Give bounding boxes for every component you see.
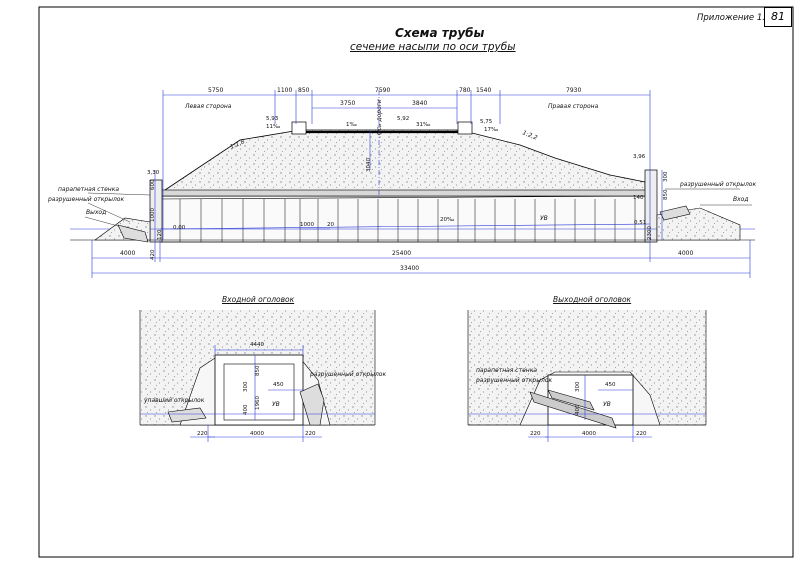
dim-4000-left: 4000 [120, 250, 136, 257]
pct-17: 17‰ [484, 127, 499, 133]
main-section [70, 90, 755, 278]
outlet-dim-220-left: 220 [530, 431, 541, 437]
dim-4000-right: 4000 [678, 250, 694, 257]
dim-7930: 7930 [566, 87, 582, 94]
parapet-label: парапетная стенка [58, 186, 120, 193]
outlet-head-title: Выходной оголовок [553, 295, 632, 304]
dim-140: 140 [633, 195, 644, 201]
page-title: Схема трубы [395, 26, 485, 40]
outlet-vdim-400: 400 [575, 404, 581, 416]
vdim-120: 120 [157, 229, 163, 241]
outlet-vdim-300: 300 [575, 381, 581, 393]
vdim-300: 300 [663, 171, 669, 183]
dim-3040: 3040 [366, 158, 372, 172]
vdim-1000: 1000 [150, 208, 156, 222]
dim-33400: 33400 [400, 265, 420, 272]
page-number: 81 [764, 7, 792, 27]
outlet-head-drawing [467, 310, 707, 442]
inlet-vdim-400: 400 [243, 404, 249, 416]
vdim-600: 600 [150, 179, 156, 191]
dim-3750: 3750 [340, 100, 356, 107]
vdim-2300: 2300 [647, 226, 653, 240]
dim-7590: 7590 [375, 87, 391, 94]
vdim-420: 420 [150, 249, 156, 261]
inlet-vdim-1960: 1960 [255, 396, 261, 410]
elev-330: 3,30 [147, 170, 160, 176]
destroyed-wing-right-label: разрушенный открылок [680, 181, 757, 188]
inlet-dim-450: 450 [273, 382, 284, 388]
inlet-dim-4440: 4440 [250, 342, 264, 348]
pct-31: 31‰ [416, 122, 431, 128]
pct-11: 11‰ [266, 124, 281, 130]
dim-5750: 5750 [208, 87, 224, 94]
outlet-destroyed-wing-label: разрушенный открылок [476, 377, 553, 384]
dim-20: 20 [327, 222, 334, 228]
destroyed-wing-left-label: разрушенный открылок [48, 196, 125, 203]
sheet-border [38, 6, 794, 558]
water-level-label: УВ [540, 215, 548, 222]
inlet-head-drawing [139, 310, 376, 442]
outlet-label: Выход [86, 209, 107, 216]
inlet-dim-220-right: 220 [305, 431, 316, 437]
inlet-vdim-850: 850 [255, 365, 261, 377]
elev-575: 5,75 [480, 119, 493, 125]
inlet-head-title: Входной оголовок [222, 295, 295, 304]
inlet-dim-4000: 4000 [250, 431, 264, 437]
inlet-fallen-wing-label: упавший открылок [144, 397, 205, 404]
road-axis-label: Ось дороги [376, 99, 383, 135]
dim-25400: 25400 [392, 250, 412, 257]
appendix-label: Приложение 1. [697, 13, 765, 23]
right-side-label: Правая сторона [548, 103, 599, 110]
dim-1540: 1540 [476, 87, 492, 94]
elev-593: 5,93 [266, 116, 279, 122]
outlet-water-level: УВ [603, 401, 611, 408]
vdim-850: 850 [663, 189, 669, 201]
outlet-dim-450: 450 [605, 382, 616, 388]
pipe-sections [179, 199, 636, 242]
left-side-label: Левая сторона [185, 103, 232, 110]
dim-850: 850 [298, 87, 310, 94]
inlet-label: Вход [733, 196, 749, 203]
inlet-vdim-300: 300 [243, 381, 249, 393]
dim-1100: 1100 [277, 87, 293, 94]
elev-592: 5,92 [397, 116, 410, 122]
elev-396: 3,96 [633, 154, 646, 160]
outlet-parapet-label: парапетная стенка [476, 367, 538, 374]
pipe-body [159, 195, 651, 243]
elev-051: 0,51 [634, 220, 647, 226]
dim-20pm: 20‰ [440, 217, 455, 223]
dim-780: 780 [459, 87, 471, 94]
dim-3840: 3840 [412, 100, 428, 107]
pct-1: 1‰ [346, 122, 357, 128]
outlet-dim-4000: 4000 [582, 431, 596, 437]
dim-1000: 1000 [300, 222, 314, 228]
outlet-dim-220-right: 220 [636, 431, 647, 437]
inlet-dim-220-left: 220 [197, 431, 208, 437]
dimension-lines [91, 90, 751, 278]
page-subtitle: сечение насыпи по оси трубы [350, 41, 516, 53]
elev-000: 0,00 [173, 225, 186, 231]
inlet-water-level: УВ [272, 401, 280, 408]
inlet-destroyed-wing-label: разрушенный открылок [310, 371, 387, 378]
